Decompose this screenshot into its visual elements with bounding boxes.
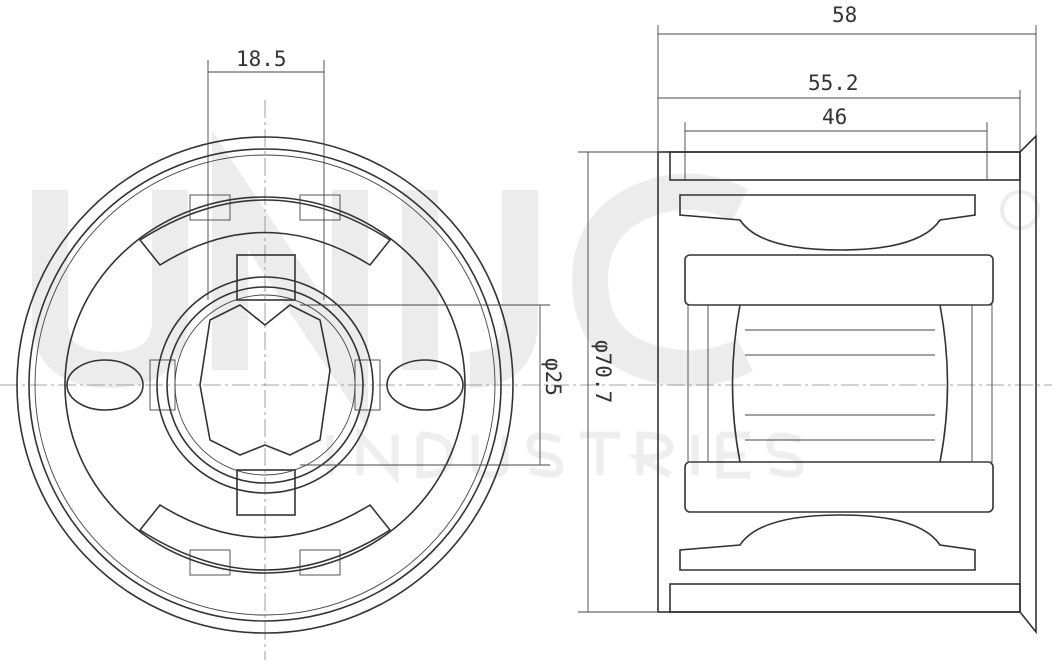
dimension-labels: 18.5 58 55.2 46 φ70.7 φ25	[236, 3, 859, 403]
dim-outer-diameter: φ70.7	[591, 340, 615, 403]
watermark-logo	[32, 130, 1040, 485]
side-view	[657, 134, 1037, 635]
dim-inner-diameter: φ25	[541, 358, 565, 396]
dim-width-total: 58	[832, 3, 857, 27]
dim-bore-width: 18.5	[236, 47, 287, 71]
dimension-lines	[207, 25, 1037, 613]
dim-width-inner: 46	[822, 105, 847, 129]
dim-width-flange: 55.2	[808, 71, 859, 95]
front-view	[16, 136, 514, 634]
